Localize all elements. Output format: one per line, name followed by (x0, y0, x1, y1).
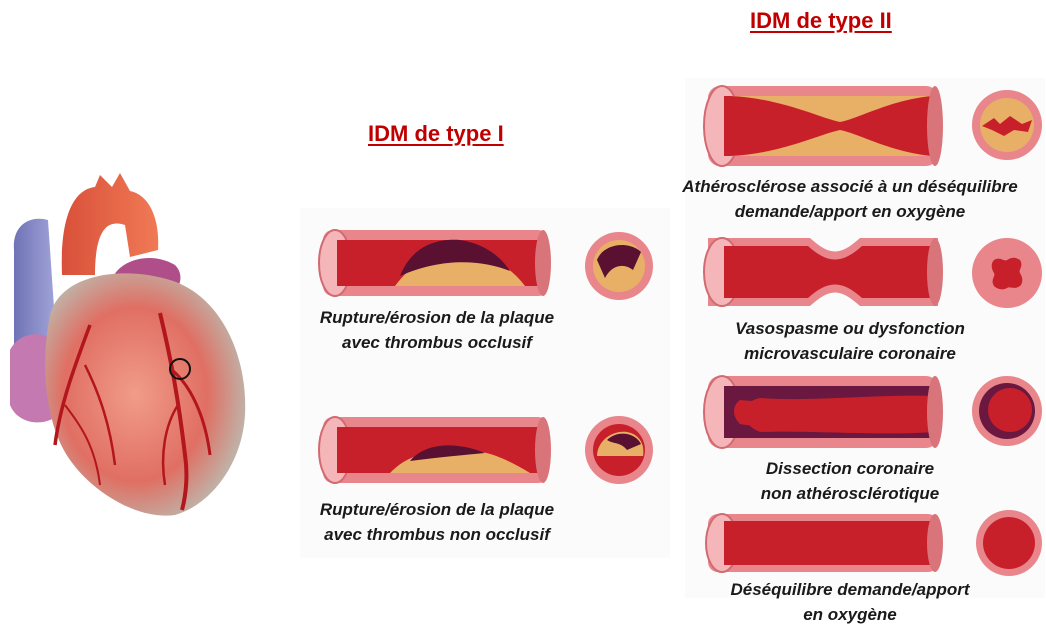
artery-cross-section (583, 414, 655, 486)
type2-title: IDM de type II (750, 8, 892, 34)
type2-caption-2: Vasospasme ou dysfonction microvasculair… (660, 316, 1040, 366)
artery-cross-section (970, 374, 1044, 448)
artery-normal (700, 510, 945, 576)
artery-dissection (700, 372, 945, 452)
heart-illustration (0, 165, 265, 525)
type1-caption-1: Rupture/érosion de la plaque avec thromb… (292, 305, 582, 355)
artery-atherosclerosis (700, 82, 945, 170)
artery-occlusive-thrombus (315, 226, 555, 300)
artery-cross-section (970, 88, 1044, 162)
type1-title: IDM de type I (368, 121, 504, 147)
artery-cross-section (583, 230, 655, 302)
artery-cross-section (974, 508, 1044, 578)
type2-caption-3: Dissection coronaire non athérosclérotiq… (660, 456, 1040, 506)
artery-non-occlusive-thrombus (315, 413, 555, 487)
artery-vasospasm (700, 232, 945, 312)
type2-caption-1: Athérosclérose associé à un déséquilibre… (660, 174, 1040, 224)
artery-cross-section (970, 236, 1044, 310)
type2-caption-4: Déséquilibre demande/apport en oxygène (660, 577, 1040, 627)
type1-caption-2: Rupture/érosion de la plaque avec thromb… (292, 497, 582, 547)
